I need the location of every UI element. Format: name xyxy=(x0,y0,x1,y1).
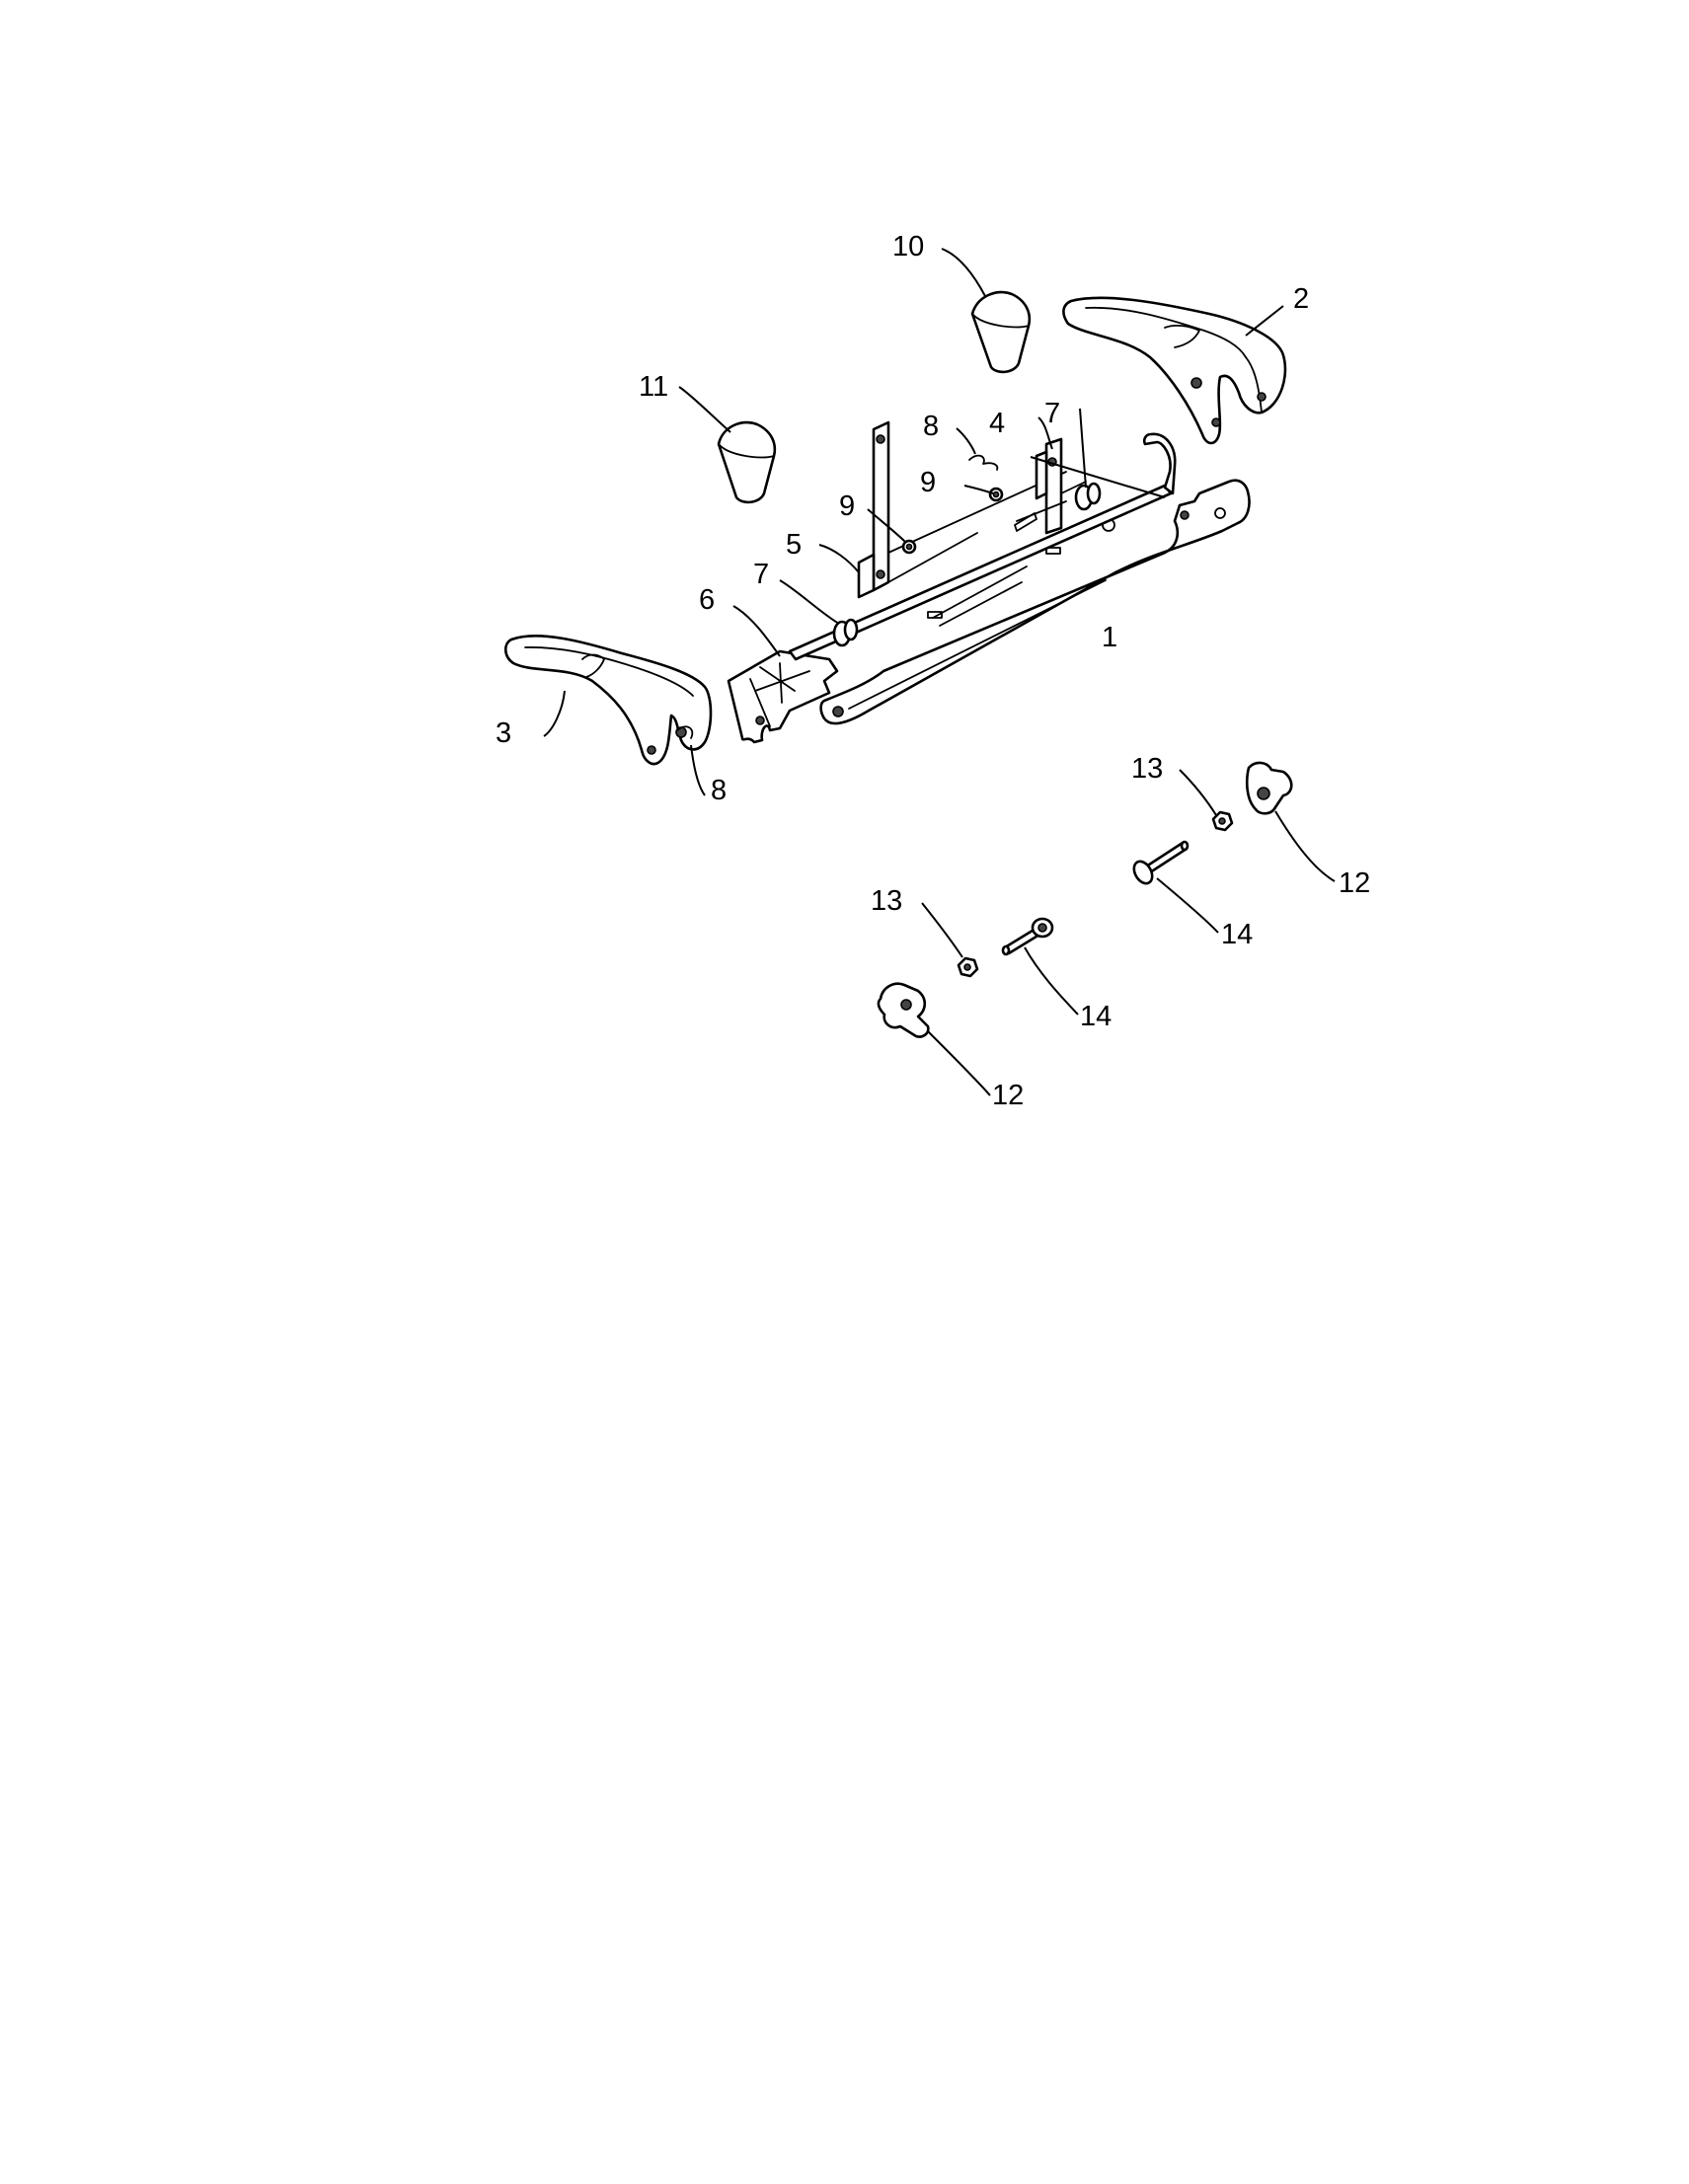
callout-5: 5 xyxy=(786,529,802,561)
callout-8-lower: 8 xyxy=(711,775,727,806)
nut-upper xyxy=(1211,810,1234,832)
callout-1: 1 xyxy=(1102,622,1117,653)
callout-12-upper: 12 xyxy=(1339,867,1370,899)
callout-9-upper: 9 xyxy=(920,467,936,498)
bushing-right xyxy=(1074,482,1102,511)
wing-knob-lower xyxy=(877,982,930,1038)
knob-top xyxy=(970,290,1032,374)
wing-knob-upper xyxy=(1245,761,1293,815)
callout-9-lower: 9 xyxy=(839,490,855,522)
bracket-plate-left xyxy=(727,649,839,744)
callout-10: 10 xyxy=(892,231,924,263)
fastener-lower xyxy=(901,539,917,555)
bracket-center xyxy=(857,420,1067,599)
knob-left xyxy=(717,420,777,504)
callout-14-upper: 14 xyxy=(1221,919,1253,950)
leader-lines xyxy=(543,248,1336,1096)
callout-2: 2 xyxy=(1293,283,1309,315)
callout-7-upper: 7 xyxy=(1044,398,1060,429)
bolt-upper xyxy=(1132,840,1190,885)
callout-14-lower: 14 xyxy=(1080,1001,1112,1032)
bracket-right xyxy=(1016,437,1087,535)
callout-8-upper: 8 xyxy=(923,411,939,442)
callout-12-lower: 12 xyxy=(992,1080,1024,1111)
handle-right xyxy=(1062,296,1287,445)
callout-13-upper: 13 xyxy=(1131,753,1163,785)
callout-13-lower: 13 xyxy=(871,885,902,917)
callout-3: 3 xyxy=(496,717,511,749)
bushing-left xyxy=(832,618,859,647)
callout-6: 6 xyxy=(699,584,715,616)
nut-lower xyxy=(957,956,979,978)
fastener-upper xyxy=(988,487,1004,502)
callout-11: 11 xyxy=(639,371,668,403)
spring-clip-upper xyxy=(968,454,1037,532)
shaft-rod xyxy=(788,432,1177,661)
callout-4: 4 xyxy=(989,408,1005,439)
callout-7-lower: 7 xyxy=(753,559,769,590)
handle-left xyxy=(503,634,713,766)
bolt-lower xyxy=(1001,917,1054,956)
